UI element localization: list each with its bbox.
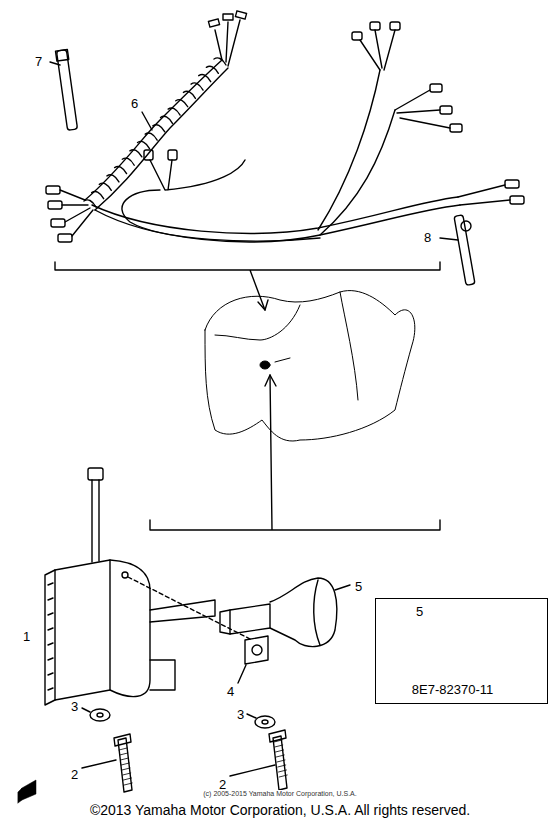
callout-number: 1	[22, 630, 31, 643]
coil-winding	[191, 83, 203, 90]
inset-box: 5 8E7-82370-11	[375, 598, 548, 704]
callout-number: 3	[236, 708, 245, 721]
thread-line	[274, 740, 282, 742]
coil-winding	[199, 75, 211, 82]
thread-line	[124, 778, 132, 780]
thread-line	[278, 765, 286, 767]
thread-line	[120, 753, 128, 755]
cable-tie-with-clamp	[440, 215, 475, 285]
thread-line	[124, 783, 132, 785]
coil-winding	[168, 108, 180, 115]
callout-number: 5	[416, 605, 423, 618]
coil-winding	[145, 133, 157, 140]
coil-winding	[153, 125, 165, 132]
arrow-head	[265, 375, 276, 386]
coil-winding	[176, 100, 188, 107]
thread-line	[123, 773, 131, 775]
bracket	[150, 375, 440, 530]
thread-line	[279, 770, 287, 772]
bolt	[82, 730, 287, 792]
washer	[82, 708, 275, 728]
forward-icon	[18, 780, 36, 803]
callout-number: 6	[130, 97, 139, 110]
coil-winding	[183, 91, 195, 98]
coil-winding	[107, 175, 119, 182]
callout-number: 5	[354, 580, 363, 593]
coil-winding	[160, 116, 172, 123]
thread-line	[276, 755, 284, 757]
callout-number: 2	[70, 768, 79, 781]
coil-winding	[115, 166, 127, 173]
coil-winding	[214, 58, 226, 65]
part-number: 8E7-82370-11	[412, 683, 493, 696]
thread-line	[277, 760, 285, 762]
thread-line	[121, 763, 129, 765]
thread-line	[279, 775, 287, 777]
thread-line	[276, 750, 284, 752]
coil-winding	[99, 183, 111, 190]
grommet	[238, 636, 268, 683]
bolt-thread	[119, 740, 287, 785]
thread-line	[119, 748, 127, 750]
hull-outline	[205, 291, 415, 441]
coil-winding	[122, 158, 134, 165]
callout-number: 3	[70, 700, 79, 713]
cable-tie	[50, 50, 78, 131]
arrow-head	[258, 300, 268, 310]
callout-number: 4	[226, 685, 235, 698]
wire-harness	[46, 11, 524, 242]
thread-line	[121, 758, 129, 760]
watermark: (c) 2005-2015 Yamaha Motor Corporation, …	[202, 790, 357, 797]
coil-winding	[130, 150, 142, 157]
cdi-unit	[45, 468, 252, 705]
coil-winding	[206, 66, 218, 73]
callout-number: 7	[34, 55, 43, 68]
thread-line	[275, 745, 283, 747]
thread-line	[122, 768, 130, 770]
leader-line	[142, 112, 152, 130]
coil-winding	[92, 192, 104, 199]
callout-number: 8	[423, 231, 432, 244]
bracket	[55, 262, 440, 310]
coil-winding	[138, 141, 150, 148]
caption: ©2013 Yamaha Motor Corporation, U.S.A. A…	[89, 803, 471, 817]
spark-plug-cap	[220, 578, 350, 647]
